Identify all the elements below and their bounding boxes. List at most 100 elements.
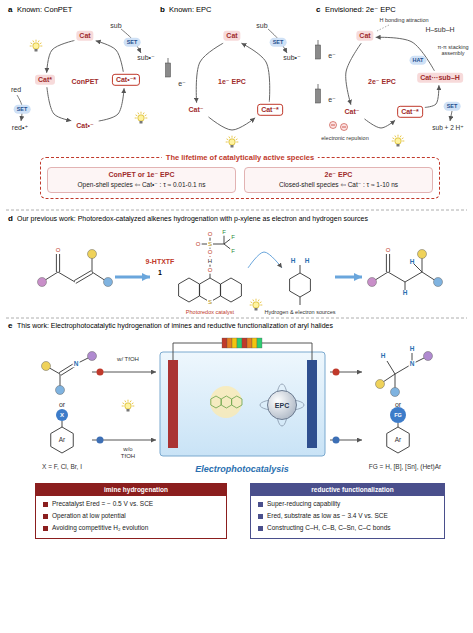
node-heading: Cat···sub–H	[420, 74, 460, 82]
label-text: d	[8, 215, 13, 224]
battery-cell	[232, 338, 237, 348]
label-text: O	[385, 247, 392, 254]
electrolysis-cell	[160, 352, 325, 456]
cathode	[307, 360, 317, 448]
node-heading: Cat⁻	[189, 106, 204, 114]
bond	[405, 272, 422, 282]
label-text: Ar	[59, 436, 66, 443]
node-heading: Cat⁻*	[401, 108, 419, 116]
cycle-arrow	[196, 43, 223, 103]
ring	[290, 273, 311, 297]
label-text: H	[381, 352, 386, 359]
bond	[300, 265, 301, 273]
label-text: H–sub–H	[425, 26, 454, 34]
bond	[115, 276, 150, 279]
label-text: or	[59, 401, 65, 409]
label-text: H	[403, 289, 408, 296]
charge-symbol	[330, 122, 337, 129]
node-heading: Cat	[359, 32, 370, 40]
lifetime-column: ConPET or 1e⁻ EPCOpen-shell species ⇦ Ca…	[47, 167, 236, 193]
group-marker	[390, 407, 406, 423]
label-text: F	[221, 229, 227, 236]
label-text: S	[207, 299, 213, 306]
node-heading: SET	[127, 39, 138, 46]
node-heading: EPC	[275, 402, 289, 409]
bond	[56, 254, 57, 272]
node-heading: Cat*	[38, 76, 52, 84]
bond	[405, 282, 406, 290]
species-box: Cat···sub–H	[417, 73, 463, 83]
label-text: X = F, Cl, Br, I	[42, 463, 82, 470]
label-text: Our previous work: Photoredox-catalyzed …	[17, 215, 457, 223]
process-bubble: HAT	[410, 56, 427, 65]
substituent	[376, 380, 385, 389]
cycle-arrow	[346, 43, 361, 105]
label-text: Known: EPC	[169, 6, 212, 14]
substituent	[391, 388, 400, 397]
node-text: Avoiding competitive H₂ evolution	[36, 522, 226, 534]
label-text: O	[207, 267, 214, 274]
battery-cell	[257, 338, 262, 348]
charge-symbol	[341, 124, 348, 131]
label-text: sub	[110, 22, 121, 30]
process-bubble: SET	[14, 105, 31, 114]
light-bulb	[392, 135, 405, 147]
label-text: red	[11, 86, 21, 94]
process-bubble: SET	[270, 38, 287, 47]
label-text: Electrophotocatalysis	[195, 465, 289, 475]
ring	[179, 278, 200, 302]
battery-cell	[242, 338, 247, 348]
marker-dot	[333, 437, 340, 444]
species-box: Cat	[223, 31, 240, 41]
label-text: O	[207, 231, 214, 238]
label-text: 2e⁻ EPC	[368, 78, 396, 86]
battery-cell	[252, 338, 257, 348]
cycle-arrow	[47, 87, 71, 120]
label-text: Hydrogen & electron sources	[265, 309, 336, 315]
label-text: e⁻	[328, 96, 336, 104]
battery-cell	[227, 338, 232, 348]
battery-cell	[222, 338, 227, 348]
bond	[388, 272, 405, 282]
catalyst-sphere: EPC	[267, 390, 297, 420]
node-heading: Cat•⁻*	[116, 76, 136, 84]
marker-dot	[97, 369, 104, 376]
node-text: Super-reducing capability	[251, 498, 444, 510]
label-text: e⁻	[328, 52, 336, 60]
curved-arrow	[121, 29, 141, 53]
substituent	[434, 278, 443, 287]
label-text: a	[8, 6, 12, 15]
bond	[450, 111, 452, 121]
bond	[398, 423, 399, 427]
feature-panel: imine hydrogenationPrecatalyst Ered = − …	[35, 483, 227, 539]
lifetime-panel: The lifetime of catalytically active spe…	[40, 157, 440, 199]
marker-dot	[97, 437, 104, 444]
cycle-arrow	[364, 119, 395, 128]
ring	[221, 278, 242, 302]
species: Cat⁻	[186, 105, 207, 115]
bond	[335, 276, 362, 279]
cycle-arrow	[376, 37, 435, 71]
bond	[386, 254, 387, 272]
bond	[74, 271, 91, 281]
node-heading: ConPET or 1e⁻ EPC	[51, 171, 232, 179]
label-text: S	[207, 241, 213, 248]
bond	[59, 254, 60, 272]
label-text: N	[73, 360, 80, 367]
bond	[6, 318, 467, 319]
bond	[377, 25, 389, 31]
label-text: FG = H, [B], [Sn], (Het)Ar	[369, 463, 441, 470]
label-text: sub•⁻	[137, 54, 154, 62]
label-text: N	[409, 360, 416, 367]
bond	[300, 297, 301, 305]
label-text: sub	[256, 22, 267, 30]
node-heading: reductive functionalization	[251, 484, 444, 496]
node-heading: 2e⁻ EPC	[248, 171, 429, 179]
electrode-icon	[316, 84, 321, 103]
label-text: w/o TfOH	[116, 446, 140, 459]
node-heading: Cat•⁻	[76, 122, 93, 130]
substituent	[424, 352, 433, 361]
ring	[211, 396, 221, 408]
label-text: H bonding attraction	[379, 17, 428, 23]
